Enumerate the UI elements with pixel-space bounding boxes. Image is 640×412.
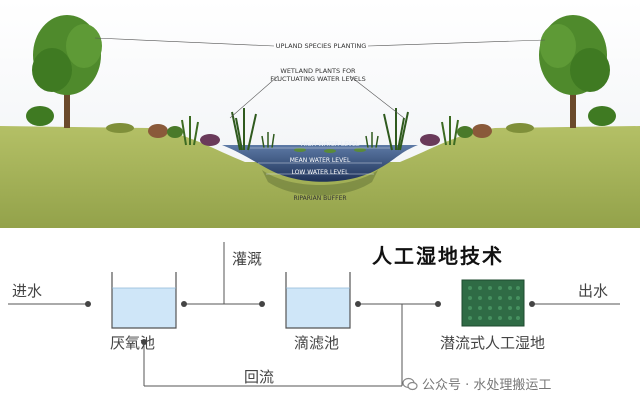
process-flow: 人工湿地技术 进水 厌氧池 灌溉 滴滤池 潜流式人工湿地 出水 回流 公众号 ·… <box>0 228 640 412</box>
wetland-label-2: FLUCTUATING WATER LEVELS <box>270 75 366 83</box>
riparian-label: RIPARIAN BUFFER <box>293 195 346 202</box>
tree-left <box>26 15 102 128</box>
riparian-soil <box>262 170 378 196</box>
high-water-label: HIGH WATER LEVEL <box>301 141 360 148</box>
flow-lines <box>8 242 620 387</box>
water-plants <box>261 132 379 153</box>
tree-right <box>539 15 616 128</box>
upland-label: UPLAND SPECIES PLANTING <box>276 42 367 50</box>
irrigation-label: 灌溉 <box>232 250 263 268</box>
flow-svg <box>8 242 620 387</box>
mean-water-label: MEAN WATER LEVEL <box>290 157 351 164</box>
shrubs-right <box>383 108 534 151</box>
wetland-label-1: WETLAND PLANTS FOR <box>280 67 356 75</box>
wetland-cross-section: UPLAND SPECIES PLANTING WETLAND PLANTS F… <box>0 0 640 228</box>
diagram-title: 人工湿地技术 <box>372 244 504 268</box>
trickling-filter-label: 滴滤池 <box>294 334 340 352</box>
anaerobic-tank-label: 厌氧池 <box>110 334 156 352</box>
cross-section-svg: UPLAND SPECIES PLANTING WETLAND PLANTS F… <box>0 0 640 228</box>
wetland-label: 潜流式人工湿地 <box>440 334 546 352</box>
anaerobic-tank <box>111 272 177 329</box>
leader-lines <box>94 37 546 119</box>
trickling-filter-tank <box>285 272 351 329</box>
flow-nodes <box>85 301 535 345</box>
recirculation-label: 回流 <box>244 368 275 386</box>
inflow-label: 进水 <box>12 282 43 300</box>
wechat-icon <box>402 377 418 390</box>
low-water-label: LOW WATER LEVEL <box>292 169 349 176</box>
water-body <box>222 145 418 182</box>
watermark: 公众号 · 水处理搬运工 <box>402 374 551 393</box>
watermark-text: 公众号 · 水处理搬运工 <box>422 378 552 393</box>
outflow-label: 出水 <box>578 282 609 300</box>
subsurface-wetland-block <box>461 279 525 327</box>
shrubs-left <box>106 108 257 151</box>
